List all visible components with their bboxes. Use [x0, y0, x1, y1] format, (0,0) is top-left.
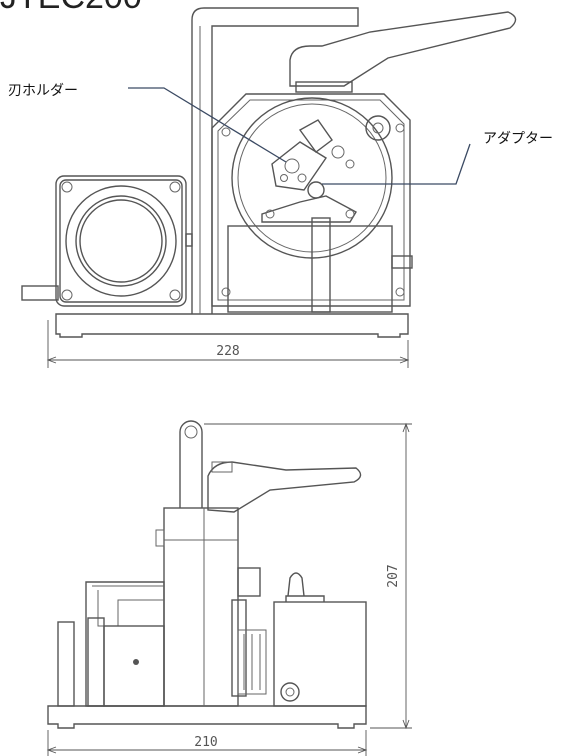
- side-view: 207 210: [46, 420, 412, 756]
- dim-front-width: 228: [216, 344, 239, 359]
- front-lever: [289, 11, 517, 87]
- front-lower-box: [227, 225, 393, 313]
- model-title: JTEC200: [0, 0, 142, 17]
- label-adapter: アダプター: [483, 131, 553, 147]
- leader-adapter: [322, 143, 471, 185]
- motor: [21, 175, 193, 307]
- side-right-box: [273, 601, 367, 707]
- side-lever: [207, 461, 362, 513]
- dim-height: 207: [386, 564, 401, 587]
- side-handle: [179, 420, 203, 508]
- side-column: [163, 507, 239, 707]
- front-view: 228: [21, 7, 517, 368]
- label-blade-holder: 刃ホルダー: [8, 83, 78, 99]
- head-housing: [211, 93, 411, 307]
- front-base-plate: [55, 313, 409, 338]
- leader-blade-holder: [128, 87, 287, 163]
- handle-post: [191, 7, 359, 314]
- dim-side-width: 210: [194, 735, 217, 750]
- side-base-plate: [47, 705, 367, 729]
